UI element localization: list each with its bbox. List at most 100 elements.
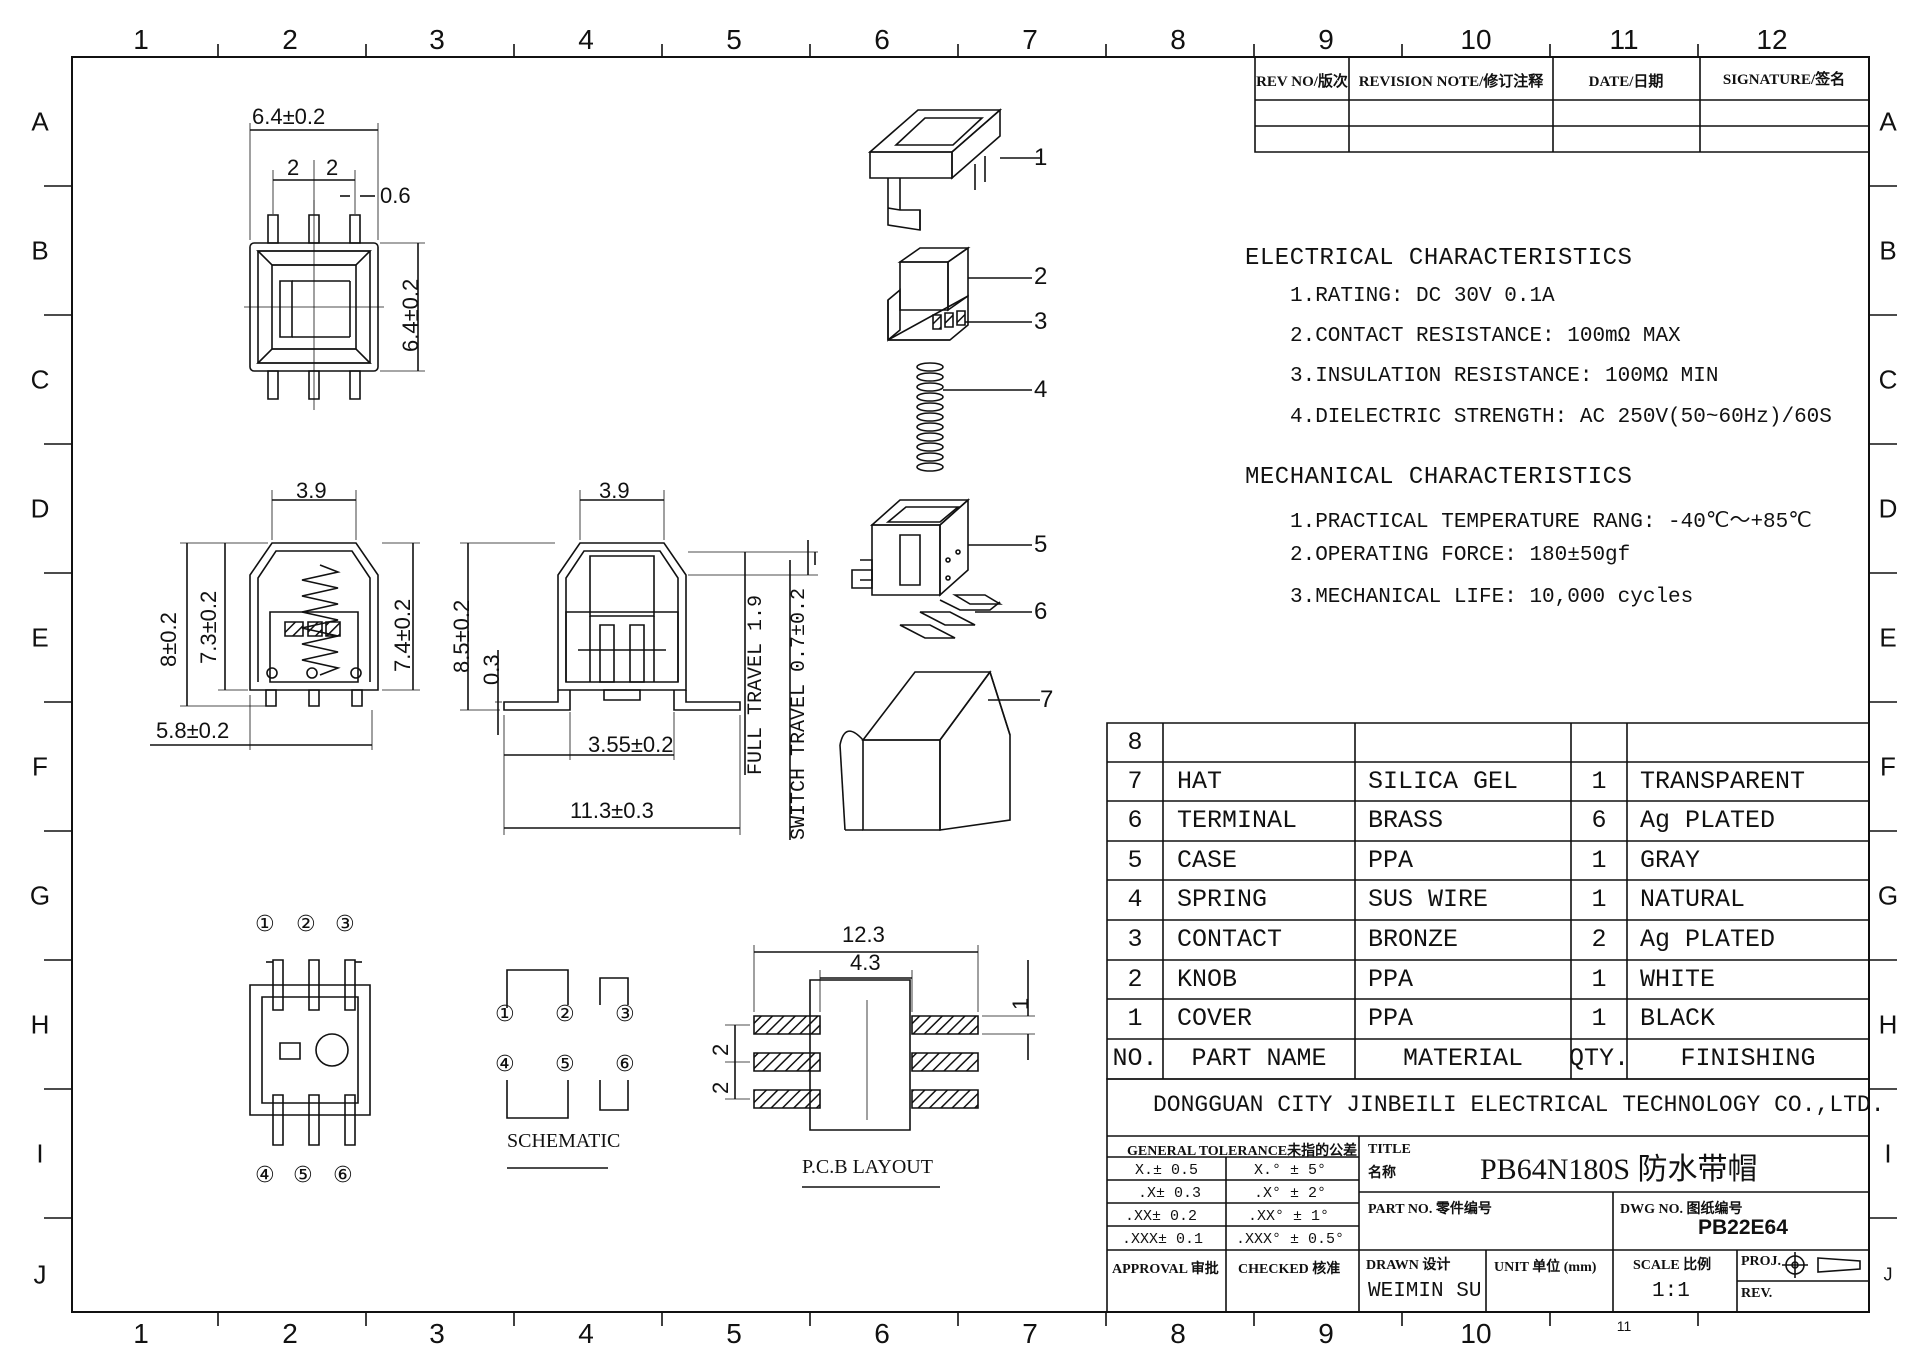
dim-switch-travel: SWITCH TRAVEL 0.7±0.2 xyxy=(788,587,811,840)
bottom-pin-4: ④ xyxy=(255,1163,275,1188)
dim-front-pin-span: 3.55±0.2 xyxy=(588,732,674,757)
side-view xyxy=(150,490,420,750)
top-grid-ticks xyxy=(218,44,1698,57)
unit-label: UNIT 单位 (mm) xyxy=(1494,1260,1597,1275)
bom-row-6-finishing: Ag PLATED xyxy=(1640,806,1776,835)
bom-row-7-material: SILICA GEL xyxy=(1368,767,1519,796)
bom-row-4-no: 4 xyxy=(1127,885,1143,914)
bom-row-5-finishing: GRAY xyxy=(1640,846,1701,875)
bottom-pin-3: ③ xyxy=(335,912,355,937)
callout-part-3: 3 xyxy=(1034,308,1048,335)
drawn-value: WEIMIN SU xyxy=(1368,1280,1482,1303)
bom-row-3-qty: 2 xyxy=(1591,925,1607,954)
grid-col-3: 3 xyxy=(429,24,445,55)
bom-row-6-name: TERMINAL xyxy=(1177,806,1298,835)
grid-col-1-bottom: 1 xyxy=(133,1318,149,1349)
front-view xyxy=(460,490,818,840)
electrical-item-1: 1.RATING: DC 30V 0.1A xyxy=(1290,285,1555,308)
bom-header-finishing: FINISHING xyxy=(1680,1044,1816,1073)
tolerance-label: GENERAL TOLERANCE未指的公差 xyxy=(1127,1144,1358,1159)
revision-table-lines xyxy=(1255,57,1869,152)
bom-row-3-finishing: Ag PLATED xyxy=(1640,925,1776,954)
grid-row-e: E xyxy=(31,622,49,653)
dim-top-height: 6.4±0.2 xyxy=(398,278,423,352)
bottom-view xyxy=(250,960,370,1145)
dim-top-pitch-b: 2 xyxy=(326,155,339,180)
company-name: DONGGUAN CITY JINBEILI ELECTRICAL TECHNO… xyxy=(1153,1092,1885,1118)
grid-col-8-bottom: 8 xyxy=(1170,1318,1186,1349)
tolerance-linear-4: .XXX± 0.1 xyxy=(1122,1231,1204,1248)
grid-col-3-bottom: 3 xyxy=(429,1318,445,1349)
bom-row-6-no: 6 xyxy=(1127,806,1143,835)
bom-row-5-no: 5 xyxy=(1127,846,1143,875)
dim-front-total: 11.3±0.3 xyxy=(570,798,654,823)
bom-row-3-material: BRONZE xyxy=(1368,925,1459,954)
bom-row-5-qty: 1 xyxy=(1591,846,1607,875)
bottom-pin-6: ⑥ xyxy=(333,1163,353,1188)
dim-side-h1: 8±0.2 xyxy=(156,612,181,667)
callout-part-5: 5 xyxy=(1034,531,1048,558)
right-grid-ticks xyxy=(1869,186,1897,1218)
electrical-title: ELECTRICAL CHARACTERISTICS xyxy=(1245,245,1633,272)
rev-header-note: REVISION NOTE/修订注释 xyxy=(1358,74,1544,90)
bom-row-3-no: 3 xyxy=(1127,925,1143,954)
schematic-pin-2: ② xyxy=(555,1002,575,1027)
dim-pcb-pad: 1 xyxy=(1008,997,1033,1010)
exploded-parts xyxy=(840,110,1040,830)
grid-col-2-bottom: 2 xyxy=(282,1318,298,1349)
bom-header-material: MATERIAL xyxy=(1402,1044,1524,1073)
grid-col-2: 2 xyxy=(282,24,298,55)
bom-header-part-name: PART NAME xyxy=(1191,1044,1327,1073)
dim-pcb-pitch-a: 2 xyxy=(708,1043,733,1056)
grid-row-c-right: C xyxy=(1878,364,1898,395)
tolerance-angular-4: .XXX° ± 0.5° xyxy=(1236,1231,1345,1248)
grid-row-h-right: H xyxy=(1878,1009,1898,1040)
schematic-pin-4: ④ xyxy=(495,1052,515,1077)
drawn-label: DRAWN 设计 xyxy=(1366,1258,1451,1273)
bom-row-6-qty: 6 xyxy=(1591,806,1607,835)
rev-header-date: DATE/日期 xyxy=(1588,74,1664,90)
bom-table-lines xyxy=(1107,723,1869,1079)
grid-row-f: F xyxy=(32,751,48,782)
dim-front-h: 8.5±0.2 xyxy=(449,599,474,673)
frame-border xyxy=(72,57,1869,1312)
checked-label: CHECKED 核准 xyxy=(1238,1262,1341,1277)
tolerance-linear-3: .XX± 0.2 xyxy=(1125,1208,1198,1225)
rev-header-rev-no: REV NO/版次 xyxy=(1256,74,1348,90)
bom-row-8-no: 8 xyxy=(1127,728,1143,757)
schematic-lines xyxy=(507,970,628,1118)
dim-top-pitch-a: 2 xyxy=(287,155,300,180)
grid-row-g-right: G xyxy=(1877,880,1899,911)
pcb-pad-5 xyxy=(912,1053,978,1071)
grid-col-7: 7 xyxy=(1022,24,1038,55)
grid-col-11-bottom: 11 xyxy=(1616,1318,1632,1334)
tolerance-linear-2: .X± 0.3 xyxy=(1138,1185,1202,1202)
grid-row-b-right: B xyxy=(1879,235,1897,266)
dim-pcb-pitch-b: 2 xyxy=(708,1081,733,1094)
projection-symbol-icon xyxy=(1762,1256,1772,1266)
dwg-no-label: DWG NO. 图纸编号 xyxy=(1620,1202,1743,1217)
grid-row-d: D xyxy=(30,493,50,524)
grid-row-e-right: E xyxy=(1879,622,1897,653)
grid-row-d-right: D xyxy=(1878,493,1898,524)
bom-row-2-name: KNOB xyxy=(1177,965,1238,994)
schematic-pin-5: ⑤ xyxy=(555,1052,575,1077)
mechanical-item-1: 1.PRACTICAL TEMPERATURE RANG: -40℃～+85℃ xyxy=(1290,511,1812,534)
scale-label: SCALE 比例 xyxy=(1633,1258,1712,1273)
grid-col-10: 10 xyxy=(1460,24,1492,55)
bottom-pin-2: ② xyxy=(296,912,316,937)
mechanical-item-3: 3.MECHANICAL LIFE: 10,000 cycles xyxy=(1290,586,1694,609)
pcb-pad-2 xyxy=(754,1053,820,1071)
grid-row-j-right: J xyxy=(1883,1264,1893,1285)
grid-row-c: C xyxy=(30,364,50,395)
schematic-pin-3: ③ xyxy=(615,1002,635,1027)
title-label-en: TITLE xyxy=(1368,1142,1411,1157)
bom-row-4-material: SUS WIRE xyxy=(1368,885,1489,914)
pcb-pad-3 xyxy=(754,1090,820,1108)
bom-row-5-material: PPA xyxy=(1368,846,1414,875)
bottom-pin-1: ① xyxy=(255,912,275,937)
grid-col-8: 8 xyxy=(1170,24,1186,55)
grid-col-7-bottom: 7 xyxy=(1022,1318,1038,1349)
bom-row-4-finishing: NATURAL xyxy=(1640,885,1746,914)
